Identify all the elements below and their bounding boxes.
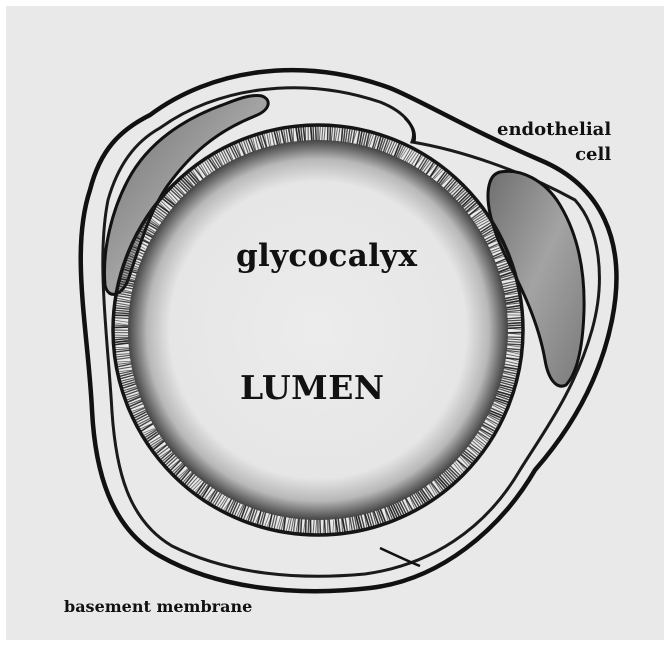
glycocalyx-strand	[323, 520, 324, 535]
lumen-label: LUMEN	[240, 368, 385, 407]
cell-junction-bottom	[380, 548, 420, 566]
endothelial-cell-label-line1: endothelial	[497, 117, 611, 142]
basement-membrane-label: basement membrane	[64, 597, 252, 616]
lumen-area	[128, 140, 508, 520]
glycocalyx-strand	[333, 520, 334, 534]
glycocalyx-strand	[114, 347, 129, 348]
cell-junction-top	[405, 118, 415, 142]
glycocalyx-strand	[116, 361, 131, 362]
endothelial-cell-label: endothelial cell	[497, 117, 611, 167]
glycocalyx-strand	[113, 320, 129, 322]
glycocalyx-label: glycocalyx	[236, 238, 417, 274]
endothelial-cell-label-line2: cell	[497, 142, 611, 167]
